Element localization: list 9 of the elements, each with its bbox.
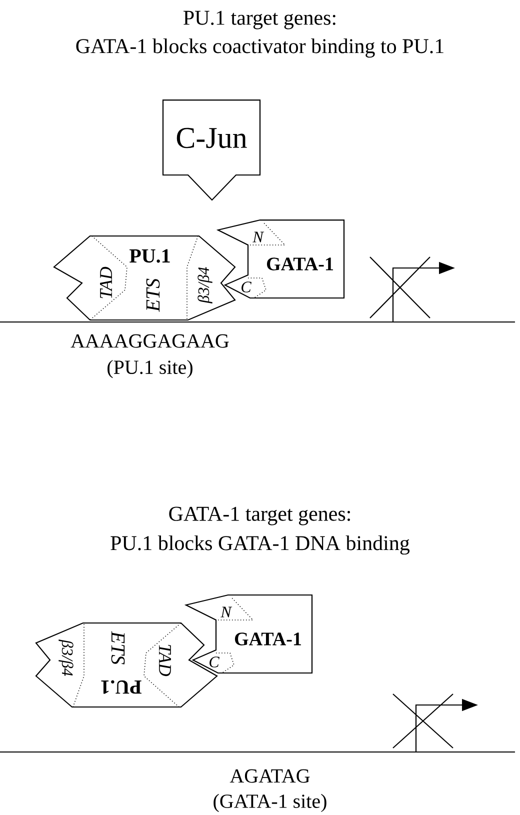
heading: PU.1 blocks GATA-1 DNA binding bbox=[110, 535, 410, 555]
heading: GATA-1 blocks coactivator binding to PU.1 bbox=[76, 38, 444, 58]
pointer-box: C-Jun bbox=[162, 99, 261, 201]
site-label: (GATA-1 site) bbox=[214, 794, 326, 812]
heading: PU.1 target genes: bbox=[184, 10, 336, 30]
heading: GATA-1 target genes: bbox=[169, 506, 350, 526]
sequence-label: AAAAGGAGAAG bbox=[70, 334, 229, 348]
site-label: (PU.1 site) bbox=[108, 360, 192, 378]
sequence-label: AGATAG bbox=[230, 769, 310, 783]
